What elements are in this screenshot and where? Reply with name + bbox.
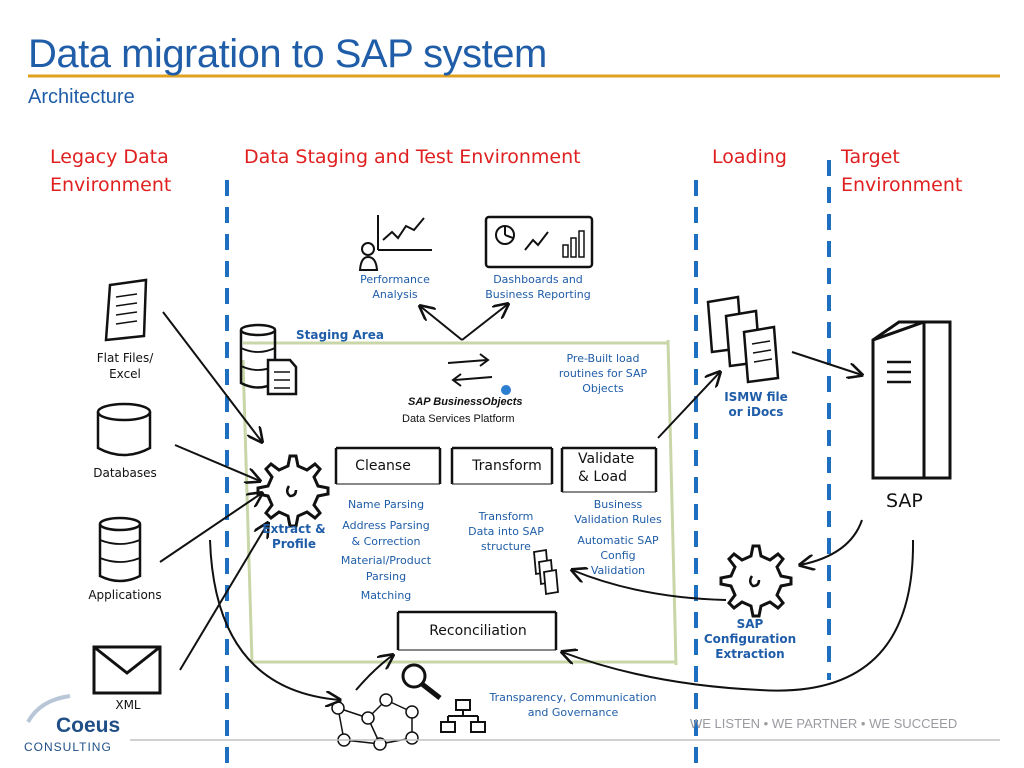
ismw-label: ISMW file or iDocs xyxy=(724,390,788,419)
extract-profile-label: Extract & Profile xyxy=(262,522,326,551)
performance-analysis-icon xyxy=(358,215,432,271)
staging-area-icon xyxy=(239,323,298,396)
reconciliation-box: Reconciliation xyxy=(429,623,527,639)
validate-load-box: Validate & Load xyxy=(578,451,635,485)
validate-items: Business Validation Rules Automatic SAP … xyxy=(574,498,662,577)
extract-gear-icon xyxy=(256,454,330,528)
databases-label: Databases xyxy=(93,466,157,480)
network-icon xyxy=(331,693,419,751)
xml-label: XML xyxy=(115,698,141,712)
cleanse-box: Cleanse xyxy=(355,458,411,474)
sap-label: SAP xyxy=(886,490,923,512)
config-extraction-label: SAP Configuration Extraction xyxy=(703,617,797,661)
page-title: Data migration to SAP system xyxy=(28,32,547,76)
coeus-logo-subtitle: CONSULTING xyxy=(24,740,112,754)
config-gear-icon xyxy=(719,544,793,618)
coeus-logo: Coeus xyxy=(56,714,121,737)
process-box-frames xyxy=(334,446,658,651)
applications-label: Applications xyxy=(88,588,162,602)
zone-staging-label: Data Staging and Test Environment xyxy=(244,146,581,168)
connector-arrows xyxy=(159,304,915,700)
transform-documents-icon xyxy=(533,548,559,596)
performance-analysis-label: Performance Analysis xyxy=(360,273,430,301)
database-icon xyxy=(96,402,152,457)
dashboard-icon xyxy=(484,215,594,269)
exchange-arrows-icon xyxy=(447,353,493,387)
staging-panel xyxy=(241,339,678,666)
sap-bo-dot-icon xyxy=(501,385,511,395)
hierarchy-icon xyxy=(440,699,486,733)
prebuilt-routines-label: Pre-Built load routines for SAP Objects xyxy=(558,352,648,395)
applications-icon xyxy=(98,516,142,583)
zone-legacy-label: Legacy Data Environment xyxy=(50,146,172,196)
staging-area-label: Staging Area xyxy=(296,328,384,342)
page-subtitle: Architecture xyxy=(28,86,135,108)
ismw-documents-icon xyxy=(706,295,780,384)
flat-file-icon xyxy=(104,278,148,342)
dashboards-label: Dashboards and Business Reporting xyxy=(485,273,591,301)
sap-server-icon xyxy=(871,320,952,480)
xml-envelope-icon xyxy=(92,645,162,695)
footer-tagline: WE LISTEN • WE PARTNER • WE SUCCEED xyxy=(690,716,958,731)
flat-files-label: Flat Files/ Excel xyxy=(96,351,154,381)
governance-label: Transparency, Communication and Governan… xyxy=(489,691,657,719)
data-services-platform-label: Data Services Platform xyxy=(402,413,515,425)
transform-box: Transform xyxy=(472,458,542,474)
logo-swoosh xyxy=(26,694,71,724)
zone-loading-label: Loading xyxy=(712,146,787,168)
zone-target-label: Target Environment xyxy=(841,146,963,196)
cleanse-items: Name Parsing Address Parsing & Correctio… xyxy=(340,498,432,602)
magnifier-icon xyxy=(401,663,442,700)
transform-items: Transform Data into SAP structure xyxy=(468,510,544,553)
sap-bo-logo: SAP BusinessObjects xyxy=(408,396,523,408)
